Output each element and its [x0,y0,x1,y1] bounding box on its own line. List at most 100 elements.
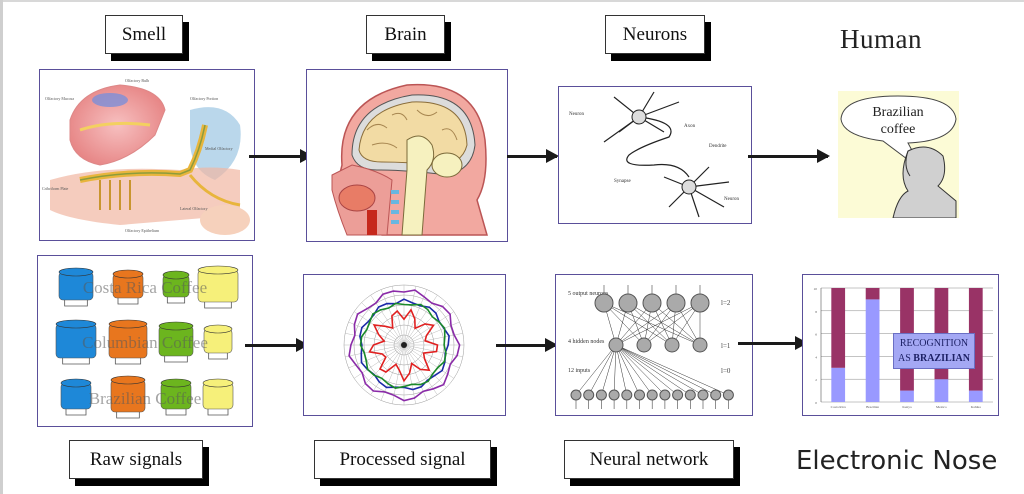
nn-edge [615,344,704,396]
label-smell: Smell [105,15,183,54]
layer-label-0: l=0 [721,367,731,375]
nn-input-node [697,389,709,401]
chart-xtick-label: Kahlua [971,405,982,409]
svg-text:Synapse: Synapse [614,179,631,184]
svg-text:Olfactory Epithelium: Olfactory Epithelium [125,228,160,233]
nn-input-node [722,389,734,401]
polar-spoke [403,344,454,379]
sensor-top [58,267,94,277]
output-label: 5 output neurons [568,291,609,297]
nn-output-node [618,293,638,313]
left-border [0,0,3,494]
nn-input-node [659,389,671,401]
recognition-line-2: AS BRAZILIAN [898,353,970,364]
svg-text:Neuron: Neuron [724,197,739,202]
sensor-cup [112,269,144,305]
nn-edge [603,302,673,346]
nn-edge [615,344,716,396]
svg-text:Neuron: Neuron [569,112,584,117]
sensor-leads [114,358,142,365]
arrow-brain-to-neurons [507,149,559,163]
polar-series-line [348,289,461,402]
recognition-line-1: RECOGNITION [899,338,969,349]
sensor-leads [116,412,140,419]
layer-label-1: l=1 [721,342,731,350]
label-processed-signal: Processed signal [314,440,491,479]
sensor-top [108,319,148,329]
chart-ytick-label: 10 [814,287,818,291]
nn-hidden-node [664,337,680,353]
label-brain: Brain [366,15,445,54]
nn-input-node [595,389,607,401]
chart-bar-segment [900,390,914,402]
nn-edge [643,302,701,346]
sensor-leads [64,300,88,307]
nn-output-node [666,293,686,313]
polar-spoke [403,311,454,346]
row-label-costa-rica: Costa Rica Coffee [82,278,208,297]
nn-input-node [684,389,696,401]
label-neural-network: Neural network [564,440,734,479]
chart-ytick-label: 2 [815,378,817,382]
sensor-top [60,378,92,388]
svg-text:Medial Olfactory: Medial Olfactory [205,146,233,151]
chart-bar-segment [831,288,846,368]
nn-edge [615,344,729,396]
nn-edge [615,344,678,396]
sensor-cup [197,265,239,309]
nn-edge [615,302,677,346]
nn-edge [627,302,673,346]
label-raw-signals: Raw signals [69,440,203,479]
chart-ytick-label: 0 [815,401,817,405]
raw-signals-panel: Costa Rica Coffee Columbian Coffee Brazi… [37,255,253,427]
chart-bar-segment [968,390,983,402]
polar-spoke [403,289,428,346]
chart-ytick-label: 4 [815,355,817,359]
sensor-top [112,269,144,279]
sensor-cup [160,378,192,416]
sensor-leads [117,298,139,305]
sensor-cup [108,319,148,365]
sensor-top [202,378,234,388]
person-speech-bubble: Brazilian coffee [840,95,957,218]
sensor-cup [110,375,146,419]
nn-edge [615,344,666,396]
top-border [0,0,1024,2]
head-sagittal-section-illustration [331,83,488,236]
neural-network-panel: 5 output neurons 4 hidden nodes 12 input… [555,274,753,416]
sensor-cup [60,378,92,416]
sensor-leads [65,409,87,416]
svg-text:Axon: Axon [684,124,696,129]
nn-edge [651,302,701,346]
row-label-brazilian: Brazilian Coffee [88,389,202,408]
brain-panel [306,69,508,242]
polar-radar-plot [343,284,465,406]
nn-input-node [634,389,645,401]
sensor-top [197,265,239,275]
nn-output-node [594,293,614,313]
nn-hidden-node [608,337,624,353]
sensor-leads [204,302,232,309]
svg-text:Olfactory Mucosa: Olfactory Mucosa [45,96,74,101]
sensor-top [158,321,194,331]
nn-edge [603,302,701,346]
nn-edge [615,302,701,346]
chart-xtick-label: Costa Rica [831,405,847,409]
nn-input-node [672,389,684,401]
chart-xtick-label: Mexico [936,405,947,409]
polar-spoke [392,286,405,346]
nn-edge [588,344,617,396]
polar-spoke [403,286,416,346]
sensor-top [160,378,192,388]
svg-text:Olfactory Portion: Olfactory Portion [190,96,218,101]
arrow-neurons-to-human [748,149,830,163]
sensor-array-illustration [55,265,239,419]
polar-spoke [348,344,405,369]
speech-line-2: coffee [881,122,916,137]
sensor-cup [202,378,234,416]
chart-bar-segment [934,379,949,402]
